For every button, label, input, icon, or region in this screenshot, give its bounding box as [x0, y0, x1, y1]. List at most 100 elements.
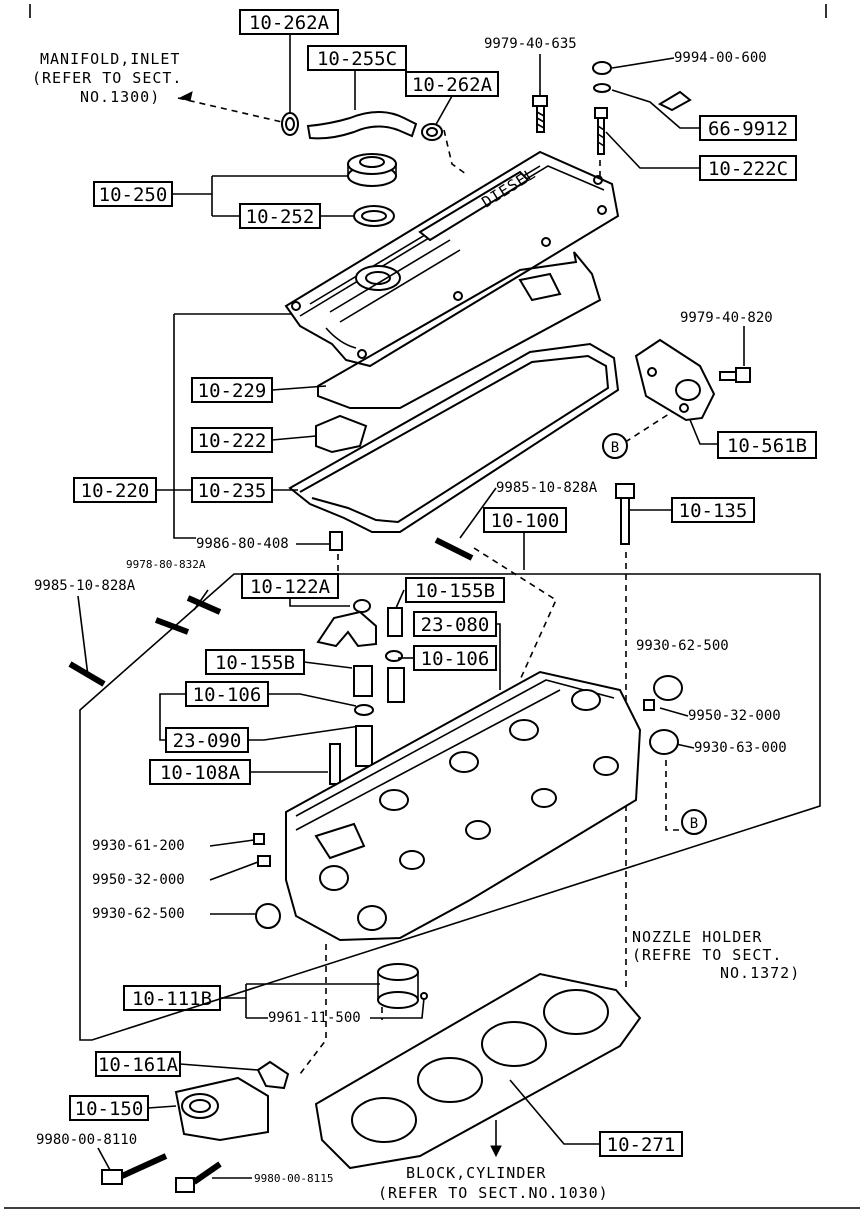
- label-10-108A: 10-108A: [149, 759, 251, 785]
- svg-text:66-9912: 66-9912: [708, 118, 788, 140]
- note-manifold-line2: (REFER TO SECT.: [32, 69, 182, 87]
- label-10-561B: 10-561B: [717, 431, 817, 459]
- bolt-9979-40-820: [719, 367, 751, 383]
- label-9950-32-000-right: 9950-32-000: [688, 708, 781, 724]
- label-10-106-right: 10-106: [413, 645, 497, 671]
- svg-text:23-090: 23-090: [173, 730, 242, 752]
- plug-9930-61-200: [253, 833, 265, 845]
- label-10-255C: 10-255C: [307, 45, 407, 71]
- stud-9978-80-832A: [154, 595, 222, 635]
- svg-text:23-080: 23-080: [421, 614, 490, 636]
- label-10-135: 10-135: [671, 497, 755, 523]
- label-10-250: 10-250: [93, 181, 173, 207]
- bolt-10-135: [615, 483, 635, 545]
- housing-10-161A: [256, 1060, 290, 1090]
- bolt-9986-80-408: [329, 531, 343, 551]
- tappet-10-155B-top: [387, 607, 403, 637]
- label-66-9912: 66-9912: [699, 115, 797, 141]
- note-manifold-line1: MANIFOLD,INLET: [40, 50, 180, 68]
- gasket-10-229: [317, 251, 602, 409]
- callout-b-upper: B: [602, 433, 628, 459]
- svg-text:10-255C: 10-255C: [317, 48, 397, 70]
- sleeve-10-111B: [377, 963, 428, 1009]
- plug-9930-62-500-left: [255, 903, 281, 929]
- label-10-155B-left: 10-155B: [205, 649, 305, 675]
- wire-clip-66-9912: [657, 90, 692, 112]
- label-10-262A-top: 10-262A: [239, 9, 339, 35]
- svg-text:10-222C: 10-222C: [708, 158, 788, 180]
- svg-text:10-161A: 10-161A: [98, 1054, 179, 1076]
- plug-9930-63-000: [649, 729, 679, 755]
- seal-10-106-left: [354, 704, 374, 716]
- label-10-262A-mid: 10-262A: [405, 71, 499, 97]
- plug-9930-62-500-right: [653, 675, 683, 701]
- label-9930-62-500-left: 9930-62-500: [92, 906, 185, 922]
- label-10-155B-top: 10-155B: [405, 577, 505, 603]
- svg-text:10-252: 10-252: [246, 206, 315, 228]
- label-9930-61-200: 9930-61-200: [92, 838, 185, 854]
- nut-9994-00-600: [592, 61, 612, 93]
- label-23-090: 23-090: [165, 727, 249, 753]
- baffle-10-222: [315, 414, 368, 454]
- cylinder-head: [285, 670, 642, 942]
- svg-text:10-108A: 10-108A: [160, 762, 241, 784]
- label-10-122A: 10-122A: [241, 573, 339, 599]
- svg-text:10-250: 10-250: [99, 184, 168, 206]
- plug-9950-32-000-right: [643, 699, 655, 711]
- stud-10-108A: [329, 743, 341, 785]
- leader-lines: [77, 34, 745, 1179]
- label-10-161A: 10-161A: [95, 1051, 181, 1077]
- note-nozzle-line2: (REFRE TO SECT.: [632, 946, 782, 964]
- svg-text:10-106: 10-106: [193, 684, 262, 706]
- svg-text:10-122A: 10-122A: [250, 576, 331, 598]
- label-9980-00-8110: 9980-00-8110: [36, 1132, 137, 1148]
- note-manifold-line3: NO.1300): [80, 88, 160, 106]
- cam-cap-10-122A: [316, 599, 377, 648]
- svg-text:10-262A: 10-262A: [412, 74, 493, 96]
- note-block-line2: (REFER TO SECT.NO.1030): [378, 1184, 609, 1202]
- svg-text:10-262A: 10-262A: [249, 12, 330, 34]
- note-block-line1: BLOCK,CYLINDER: [406, 1164, 546, 1182]
- label-10-222C: 10-222C: [699, 155, 797, 181]
- svg-text:10-235: 10-235: [198, 480, 267, 502]
- cylinder-head-cover: DIESEL: [284, 150, 620, 368]
- gasket-10-235: [288, 342, 620, 533]
- label-23-080: 23-080: [413, 611, 497, 637]
- label-10-150: 10-150: [69, 1095, 149, 1121]
- tappet-10-155B-left: [353, 665, 373, 697]
- bracket-10-561B: [634, 338, 716, 422]
- stud-9985-10-828A-left: [68, 661, 106, 687]
- label-9930-63-000: 9930-63-000: [694, 740, 787, 756]
- svg-text:10-100: 10-100: [491, 510, 560, 532]
- label-10-229: 10-229: [191, 377, 273, 403]
- svg-text:10-150: 10-150: [75, 1098, 144, 1120]
- note-nozzle-line1: NOZZLE HOLDER: [632, 928, 762, 946]
- bolt-9980-00-8110: [101, 1153, 168, 1185]
- bolt-9980-00-8115: [175, 1161, 222, 1193]
- block-arrow-head: [490, 1145, 502, 1158]
- head-gasket-10-271: [314, 972, 642, 1170]
- housing-10-150: [174, 1076, 269, 1142]
- svg-text:10-135: 10-135: [679, 500, 748, 522]
- plug-9950-32-000-left: [257, 855, 271, 867]
- label-9930-62-500-right: 9930-62-500: [636, 638, 729, 654]
- note-nozzle-line3: NO.1372): [720, 964, 800, 982]
- clamp-right: [421, 123, 443, 141]
- label-10-111B: 10-111B: [123, 985, 221, 1011]
- oil-filler-cap: [347, 153, 397, 187]
- label-9950-32-000-left: 9950-32-000: [92, 872, 185, 888]
- label-10-252: 10-252: [239, 203, 321, 229]
- cap-gasket: [353, 205, 395, 227]
- label-10-271: 10-271: [599, 1131, 683, 1157]
- label-9994-00-600: 9994-00-600: [674, 50, 767, 66]
- svg-text:10-220: 10-220: [81, 480, 150, 502]
- svg-text:10-106: 10-106: [421, 648, 490, 670]
- bolt-9979-40-635: [532, 95, 548, 133]
- stud-9985-10-828A-right: [434, 537, 474, 561]
- label-9961-11-500: 9961-11-500: [268, 1010, 361, 1026]
- hose-part: [306, 111, 418, 140]
- stud-10-222C: [594, 107, 608, 155]
- label-10-222: 10-222: [191, 427, 273, 453]
- svg-text:B: B: [611, 440, 619, 456]
